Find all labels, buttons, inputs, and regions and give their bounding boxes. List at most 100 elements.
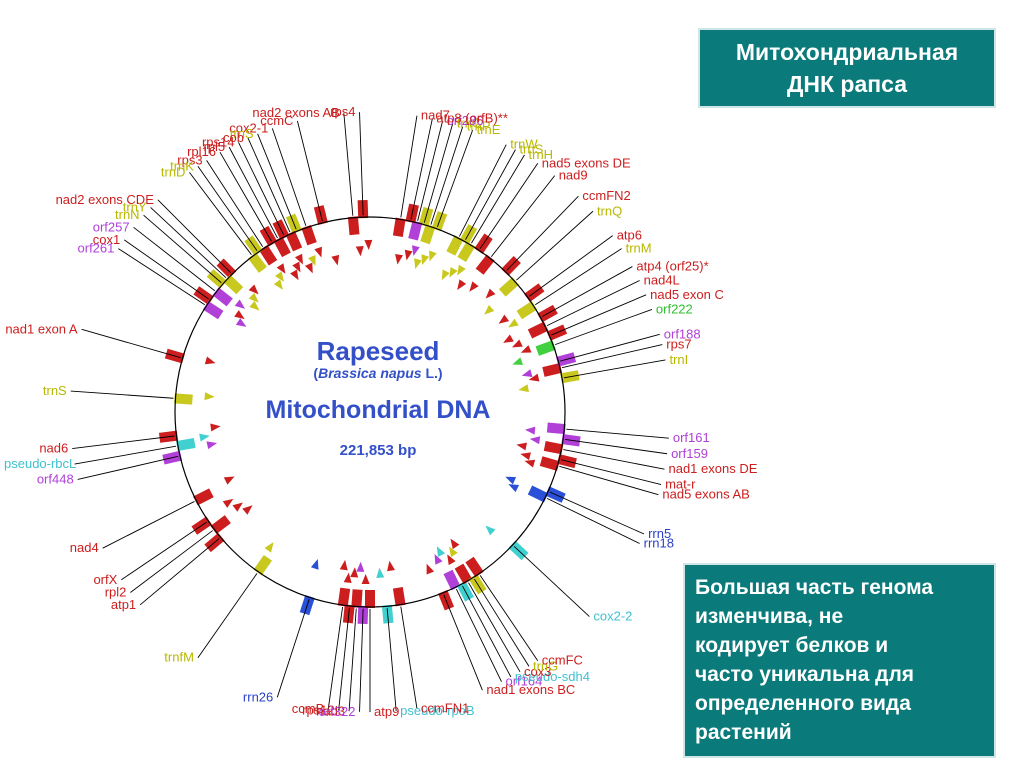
gene-direction-marker xyxy=(518,384,529,393)
gene-direction-marker xyxy=(429,250,437,262)
gene-block xyxy=(516,301,538,320)
gene-direction-marker xyxy=(528,373,540,382)
gene-label: ccmFN1 xyxy=(421,700,469,715)
gene-label: nad5 exon C xyxy=(650,287,724,302)
gene-leader-line xyxy=(133,226,216,292)
gene-leader-line xyxy=(102,501,195,549)
gene-block xyxy=(259,244,278,266)
gene-block xyxy=(543,441,564,455)
gene-label: cob xyxy=(223,130,244,145)
gene-leader-line xyxy=(74,445,177,465)
gene-direction-marker xyxy=(512,357,524,365)
gene-direction-marker xyxy=(304,262,313,274)
gene-direction-marker xyxy=(521,369,533,377)
gene-leader-line xyxy=(566,428,669,439)
gene-label: trnG xyxy=(533,658,558,673)
gene-leader-line xyxy=(386,608,397,711)
gene-block xyxy=(535,340,556,356)
gene-leader-line xyxy=(143,214,222,284)
gene-leader-line xyxy=(465,149,516,240)
gene-block xyxy=(301,225,317,246)
gene-direction-marker xyxy=(434,554,443,565)
gene-direction-marker xyxy=(508,484,520,493)
gene-direction-marker xyxy=(449,266,458,278)
gene-direction-marker xyxy=(222,498,234,508)
gene-block xyxy=(454,563,473,585)
gene-label: atp9 xyxy=(374,704,399,719)
gene-leader-line xyxy=(546,280,640,327)
note-line-4: часто уникальна для xyxy=(695,663,915,686)
gene-leader-line xyxy=(189,172,252,255)
gene-direction-marker xyxy=(232,502,243,512)
gene-block xyxy=(498,277,520,297)
gene-leader-line xyxy=(479,163,539,249)
gene-label: rps3 xyxy=(177,152,202,167)
gene-block xyxy=(392,217,406,237)
gene-direction-marker xyxy=(235,318,247,327)
gene-label: trnS xyxy=(519,142,543,157)
gene-label: nad2 exons CDE xyxy=(56,192,155,207)
gene-block xyxy=(443,569,461,591)
gene-direction-marker xyxy=(421,254,430,265)
gene-label: trnN xyxy=(115,207,140,222)
gene-label: rpl16 xyxy=(187,144,216,159)
gene-leader-line xyxy=(474,578,530,667)
gene-block xyxy=(527,485,549,503)
gene-direction-marker xyxy=(529,436,541,445)
gene-leader-line xyxy=(443,594,483,691)
gene-leader-line xyxy=(157,199,232,274)
gene-block xyxy=(446,235,464,256)
gene-direction-marker xyxy=(294,253,303,265)
gene-block xyxy=(202,301,224,320)
gene-leader-line xyxy=(554,308,653,346)
gene-direction-marker xyxy=(457,279,467,290)
gene-label: cox2-1 xyxy=(229,120,268,135)
gene-label: nad4L xyxy=(644,272,680,287)
gene-label: orf188 xyxy=(664,326,701,341)
gene-label: ccmFC xyxy=(542,653,583,668)
gene-label: rpl2 xyxy=(105,585,127,600)
gene-leader-line xyxy=(516,210,594,281)
gene-block xyxy=(457,241,476,262)
gene-block xyxy=(527,321,549,339)
gene-leader-line xyxy=(565,438,668,455)
slide-title-line-2: ДНК рапса xyxy=(786,71,908,97)
gene-label: orf261 xyxy=(78,241,115,256)
gene-label: rps14 xyxy=(202,134,235,149)
gene-block xyxy=(420,224,436,245)
genome-title: Rapeseed xyxy=(317,336,440,366)
gene-label: rps7 xyxy=(666,337,691,352)
gene-direction-marker xyxy=(290,269,299,281)
gene-leader-line xyxy=(549,491,645,535)
gene-label: ccmB xyxy=(292,701,325,716)
note-line-6: растений xyxy=(695,721,792,744)
gene-block xyxy=(273,236,291,258)
gene-direction-marker xyxy=(248,284,259,295)
gene-direction-marker xyxy=(411,245,420,256)
gene-leader-line xyxy=(150,207,227,278)
gene-label: nad4 xyxy=(70,540,99,555)
slide-title-box: Митохондриальная ДНК рапса xyxy=(698,28,996,108)
gene-direction-marker xyxy=(457,264,466,276)
gene-label: trnI xyxy=(669,352,688,367)
gene-direction-marker xyxy=(469,281,479,292)
gene-direction-marker xyxy=(339,559,348,571)
gene-label: nad1 exon A xyxy=(5,321,78,336)
gene-direction-marker xyxy=(234,310,245,320)
gene-label: trnQ xyxy=(597,203,622,218)
gene-leader-line xyxy=(513,546,590,617)
gene-label: atp1 xyxy=(111,597,136,612)
gene-label: nad7 xyxy=(421,108,450,123)
gene-leader-line xyxy=(534,248,622,306)
gene-label: nad5 exons AB xyxy=(662,487,749,502)
gene-leader-line xyxy=(546,497,640,544)
gene-leader-line xyxy=(529,235,613,297)
gene-leader-line xyxy=(70,390,174,399)
gene-leader-line xyxy=(296,120,323,221)
gene-label: nad3 xyxy=(316,703,345,718)
gene-label: pseudo-sdh4 xyxy=(515,669,590,684)
gene-leader-line xyxy=(271,128,307,226)
gene-direction-marker xyxy=(206,441,218,450)
gene-direction-marker xyxy=(414,258,422,269)
